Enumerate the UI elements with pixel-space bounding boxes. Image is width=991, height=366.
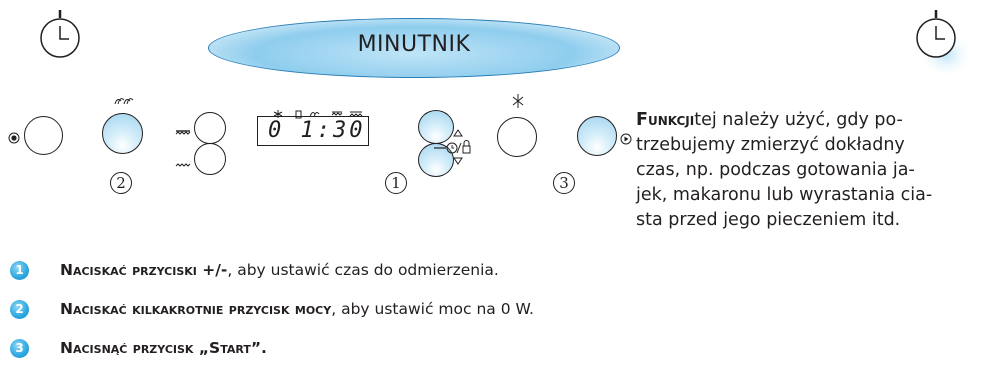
step-action-3: Nacisnąć przycisk „Start”. (60, 339, 267, 357)
stop-button[interactable] (24, 116, 63, 155)
description-lead: Funkcji (636, 110, 695, 130)
description-line-2: trzebujemy zmierzyć dokładny (636, 135, 905, 155)
grill-top-button[interactable] (194, 112, 226, 144)
step-badge-1: 1 (10, 260, 29, 280)
timer-icon-right (914, 8, 974, 74)
description-line-1: tej należy użyć, gdy po- (694, 110, 903, 130)
page-title: MINUTNIK (357, 31, 471, 57)
step-detail-1: , aby ustawić czas do odmierzenia. (227, 261, 499, 279)
display-mode-icons (262, 104, 372, 119)
start-indicator-icon (620, 130, 632, 145)
minus-button[interactable] (418, 143, 454, 177)
step-marker-1: 1 (385, 172, 407, 194)
time-display: 0 1:30 (257, 116, 369, 146)
plus-button[interactable] (418, 110, 454, 144)
function-description: Funkcjitej należy użyć, gdy po- trzebuje… (636, 108, 986, 233)
grill-bottom-icon (175, 154, 191, 167)
step-detail-2: , aby ustawić moc na 0 W. (331, 300, 534, 318)
step-action-2: Naciskać kilkakrotnie przycisk mocy (60, 300, 332, 318)
defrost-icon (512, 94, 524, 112)
step-text-2: Naciskać kilkakrotnie przycisk mocy, aby… (60, 300, 534, 318)
description-line-4: jek, makaronu lub wyrastania cia- (636, 185, 933, 205)
step-marker-3: 3 (553, 172, 575, 194)
description-line-5: sta przed jego pieczeniem itd. (636, 210, 901, 230)
description-line-3: czas, np. podczas gotowania ja- (636, 160, 915, 180)
title-banner: MINUTNIK (208, 18, 620, 78)
defrost-button[interactable] (497, 117, 537, 157)
timer-icon-left (38, 8, 82, 64)
step-badge-3: 3 (10, 338, 29, 358)
power-button[interactable] (102, 113, 143, 154)
microwave-waves-icon (113, 92, 134, 105)
step-action-1: Naciskać przyciski +/- (60, 261, 228, 279)
start-button[interactable] (577, 116, 617, 156)
grill-bottom-button[interactable] (194, 143, 226, 175)
clock-lock-icon (434, 126, 478, 166)
step-badge-2: 2 (10, 299, 29, 319)
stop-indicator-icon (8, 129, 20, 144)
step-text-3: Nacisnąć przycisk „Start”. (60, 339, 267, 357)
display-time: 0 1:30 (268, 118, 366, 143)
step-text-1: Naciskać przyciski +/-, aby ustawić czas… (60, 261, 499, 279)
step-2: 2 Naciskać kilkakrotnie przycisk mocy, a… (10, 297, 534, 321)
step-marker-2: 2 (110, 172, 132, 194)
step-1: 1 Naciskać przyciski +/-, aby ustawić cz… (10, 258, 499, 282)
step-3: 3 Nacisnąć przycisk „Start”. (10, 336, 267, 360)
grill-top-icon (175, 121, 191, 135)
